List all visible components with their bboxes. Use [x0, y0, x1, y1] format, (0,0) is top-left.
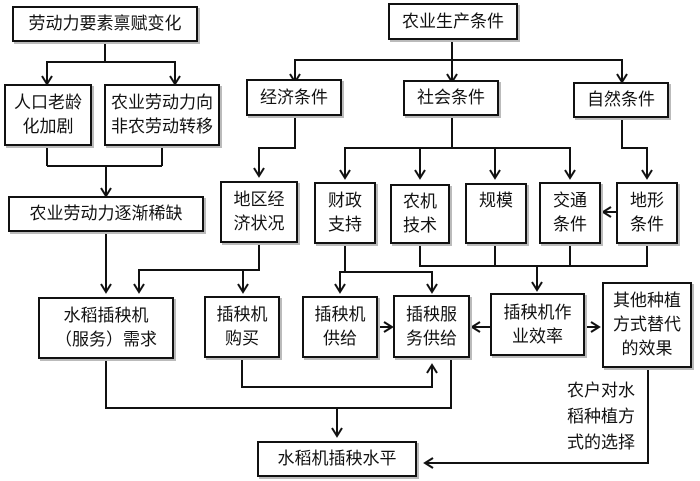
node-text: 财政	[328, 191, 362, 211]
node-fiscal-support: 财政支持	[314, 182, 376, 244]
edge-to-level	[105, 358, 452, 436]
node-text: 自然条件	[587, 90, 655, 110]
node-aging: 人口老龄化加剧	[4, 84, 92, 146]
node-agri-machinery-tech: 农机技术	[390, 184, 450, 244]
edge-regional-split	[133, 242, 260, 294]
node-text: 劳动力要素禀赋变化	[28, 14, 182, 34]
edge-label-farmer-choice: 农户对水 稻种植方 式的选择	[567, 378, 635, 456]
edge-to-scarcity	[46, 146, 163, 196]
node-text: 条件	[630, 215, 664, 235]
node-labor-transfer: 农业劳动力向非农劳动转移	[104, 84, 220, 146]
edge-natural-terrain	[621, 116, 653, 180]
node-text: 支持	[328, 215, 362, 235]
node-text: 其他种植	[613, 291, 681, 311]
node-text: 规模	[479, 191, 513, 211]
edge-production-split	[289, 40, 453, 84]
node-text: 插秧机	[314, 305, 366, 325]
node-text: 水稻机插秧水平	[277, 449, 397, 469]
node-text: 务供给	[406, 328, 457, 349]
node-terrain-conditions: 地形条件	[616, 182, 678, 244]
node-production-conditions: 农业生产条件	[388, 3, 518, 40]
node-operation-efficiency: 插秧机作业效率	[490, 293, 585, 356]
edge-to-efficiency	[419, 244, 648, 290]
edge-alternative-level	[423, 368, 649, 469]
edge-fiscal-split	[334, 244, 346, 294]
node-text: 经济条件	[260, 87, 328, 108]
node-text: 济状况	[233, 214, 285, 234]
node-text: 地形	[630, 191, 664, 211]
node-text: 农机	[403, 192, 437, 212]
node-natural-conditions: 自然条件	[573, 82, 669, 118]
node-labor-scarcity: 农业劳动力逐渐稀缺	[8, 196, 204, 232]
node-transplanting-service-supply: 插秧服务供给	[393, 295, 470, 358]
edge-label-line: 稻种植方	[567, 407, 635, 427]
node-economic-conditions: 经济条件	[246, 79, 342, 116]
node-labor-endowment: 劳动力要素禀赋变化	[12, 6, 198, 42]
node-alternative-effect: 其他种植方式替代的效果	[602, 282, 692, 368]
node-text: 方式替代	[613, 315, 681, 335]
node-scale: 规模	[465, 183, 527, 244]
node-text: 水稻插秧机	[63, 306, 149, 326]
node-text: 插秧机作	[503, 302, 572, 323]
node-transplanter-purchase: 插秧机购买	[204, 296, 280, 358]
node-mechanization-level: 水稻机插秧水平	[257, 441, 417, 477]
node-text: 业效率	[512, 326, 563, 347]
node-text: 购买	[225, 329, 259, 349]
node-transplanter-supply: 插秧机供给	[302, 296, 378, 358]
node-text: 非农劳动转移	[111, 117, 213, 137]
node-text: 技术	[403, 216, 437, 236]
node-transplanter-demand: 水稻插秧机 （服务）需求	[38, 297, 174, 359]
node-text: 插秧服	[406, 304, 457, 325]
node-text: 农业生产条件	[402, 11, 504, 32]
edge-label-line: 农户对水	[567, 381, 635, 401]
edge-label-line: 式的选择	[567, 433, 635, 453]
node-text: 插秧机	[216, 305, 268, 325]
node-text: 条件	[553, 215, 587, 235]
edge-purchase-service	[241, 358, 438, 388]
node-text: 农业劳动力向	[111, 93, 213, 113]
node-transport-conditions: 交通条件	[539, 182, 601, 244]
node-regional-economy: 地区经济状况	[220, 181, 298, 243]
node-text: 的效果	[621, 339, 673, 359]
edge-social-split	[339, 116, 453, 180]
node-text: 农业劳动力逐渐稀缺	[29, 204, 183, 224]
node-text: （服务）需求	[55, 330, 157, 350]
node-text: 交通	[553, 191, 587, 211]
edge-endowment-split	[46, 42, 175, 84]
node-social-conditions: 社会条件	[403, 80, 499, 116]
node-text: 化加剧	[22, 117, 74, 137]
node-text: 地区经	[233, 190, 285, 210]
node-text: 供给	[323, 329, 357, 349]
edge-economic-regional	[253, 116, 296, 178]
node-text: 人口老龄	[14, 93, 82, 113]
node-text: 社会条件	[417, 88, 485, 108]
